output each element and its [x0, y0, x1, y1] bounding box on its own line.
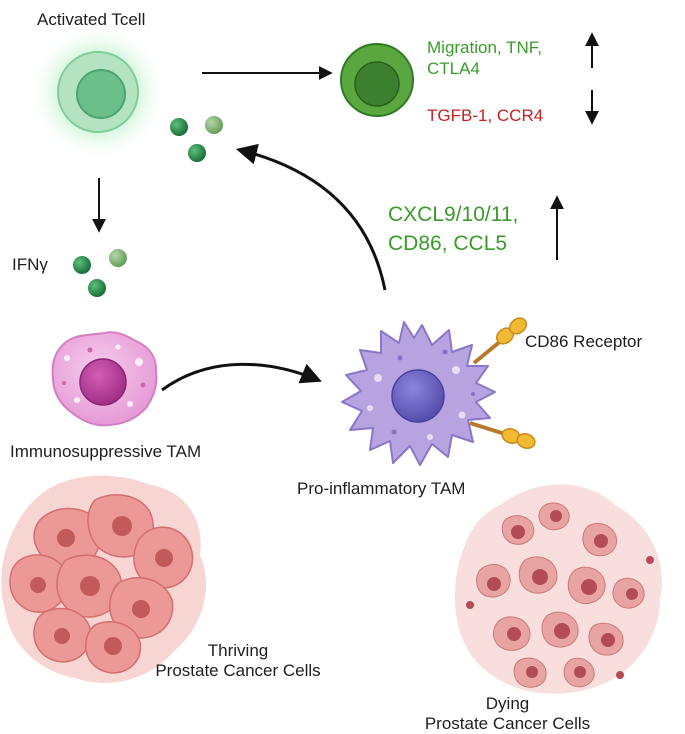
dying-label-line2: Prostate Cancer Cells [424, 713, 591, 733]
ifng-label: IFNγ [12, 255, 48, 274]
chemokines-line2: CD86, CCL5 [388, 232, 508, 255]
dying-label-line1: Dying [485, 694, 530, 713]
pro-inflammatory-tam-label: Pro-inflammatory TAM [297, 479, 466, 498]
downregulated-line1: TGFB-1, CCR4 [427, 106, 544, 125]
tcell-cytokine-beads [170, 116, 223, 162]
immunosuppressive-tam [51, 331, 158, 427]
activated-tcell [28, 22, 168, 162]
cd86-receptor-lower [469, 421, 536, 449]
pro-inflammatory-tam [341, 321, 496, 466]
chemokines-line1: CXCL9/10/11, [388, 203, 519, 226]
cd86-receptor-label: CD86 Receptor [525, 332, 643, 351]
thriving-label-line2: Prostate Cancer Cells [155, 660, 321, 680]
immunosuppressive-tam-label: Immunosuppressive TAM [10, 442, 202, 461]
cd86-receptor-upper [472, 317, 528, 365]
upregulated-line1: Migration, TNF, [427, 38, 542, 57]
dying-cancer-cluster [454, 484, 662, 694]
upregulated-line2: CTLA4 [427, 59, 480, 78]
thriving-label: Thriving Prostate Cancer Cells [143, 641, 333, 680]
effector-tcell [340, 43, 414, 117]
dying-label: Dying Prostate Cancer Cells [410, 694, 605, 733]
activated-tcell-label: Activated Tcell [37, 10, 146, 29]
thriving-label-line1: Thriving [207, 641, 269, 660]
curved-arrow-tam-to-tcell [235, 143, 387, 291]
ifng-beads [73, 249, 127, 297]
arrow-polarization [161, 362, 322, 392]
thriving-cancer-cluster [1, 475, 206, 683]
